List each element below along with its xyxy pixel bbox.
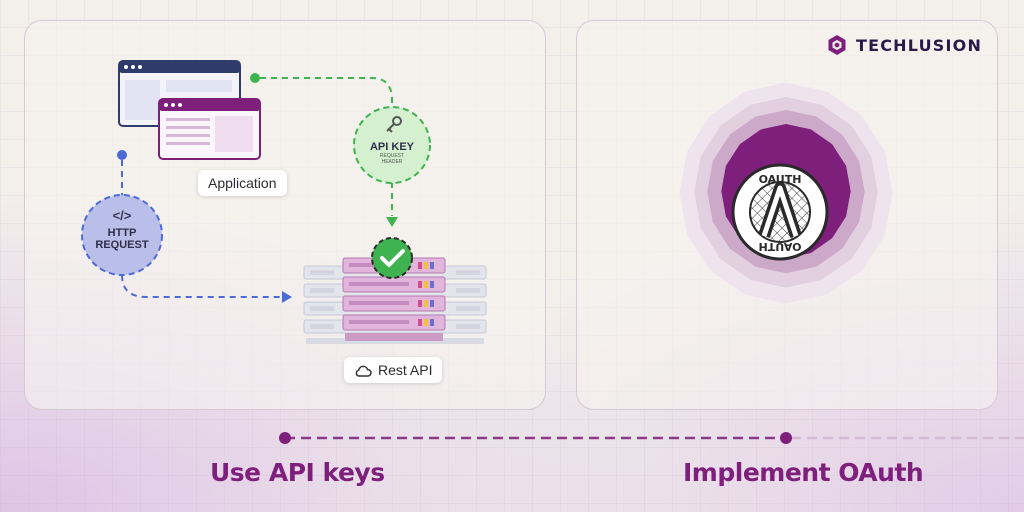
key-icon: [386, 116, 402, 133]
svg-text:OAUTH: OAUTH: [759, 240, 802, 253]
request-label: REQUEST: [95, 239, 149, 251]
logo-icon: [828, 35, 846, 55]
caption-implement-oauth: Implement OAuth: [683, 458, 924, 487]
rest-api-label-text: Rest API: [378, 362, 433, 378]
http-request-circle: [81, 194, 163, 276]
http-label: HTTP: [107, 227, 137, 239]
api-key-label: API KEY: [369, 141, 414, 153]
check-icon: [371, 237, 413, 279]
api-key-text: API KEY REQUEST HEADER: [354, 141, 430, 165]
rest-api-label: Rest API: [344, 357, 443, 383]
green-start-dot: [250, 73, 260, 83]
svg-text:OAUTH: OAUTH: [759, 173, 802, 186]
application-label-text: Application: [208, 175, 277, 191]
api-key-sublabel-1: REQUEST: [379, 153, 405, 159]
brand-name: TECHLUSION: [856, 35, 983, 55]
blue-start-dot: [117, 150, 127, 160]
http-request-text: </> HTTP REQUEST: [82, 208, 162, 251]
green-arrow-icon: [386, 217, 398, 227]
brand-logo: TECHLUSION: [826, 34, 982, 56]
code-icon: </>: [112, 208, 132, 223]
caption-use-api-keys: Use API keys: [210, 458, 385, 487]
browser-window-front-icon: [158, 98, 261, 160]
api-key-sublabel-2: HEADER: [381, 159, 403, 165]
cloud-icon: [355, 365, 372, 377]
server-rack-icon: [303, 257, 487, 344]
api-key-circle: [353, 106, 431, 184]
timeline-dot-right: [780, 432, 792, 444]
application-label: Application: [198, 170, 287, 196]
blue-arrow-icon: [282, 291, 292, 303]
timeline-dot-left: [279, 432, 291, 444]
oauth-badge-icon: OAUTH OAUTH: [679, 82, 893, 304]
